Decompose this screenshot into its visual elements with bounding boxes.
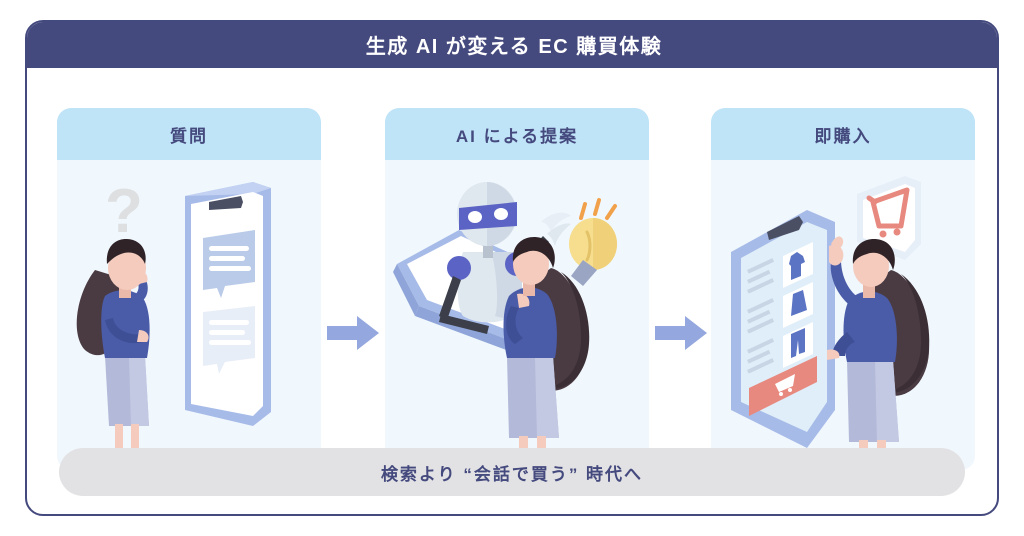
panel-ai: AI による提案 [385, 108, 649, 470]
svg-text:?: ? [105, 177, 143, 246]
question-mark-icon: ? [105, 177, 143, 246]
product-tile-pants [783, 322, 813, 368]
smartphone-chat-screen [185, 182, 271, 426]
panel-purchase-header: 即購入 [711, 108, 975, 160]
buy-button-with-cart [749, 356, 817, 416]
footer-banner: 検索より “会話で買う” 時代へ [59, 448, 965, 496]
panel-ai-illustration [385, 160, 649, 470]
panel-question-header: 質問 [57, 108, 321, 160]
panel-ai-title: AI による提案 [455, 126, 579, 146]
arrow-ai-to-purchase [655, 316, 707, 350]
panel-purchase-title: 即購入 [814, 126, 872, 146]
shopping-cart-card-icon [857, 176, 921, 260]
page-title: 生成 AI が変える EC 購買体験 [365, 35, 663, 58]
panels-row: 質問 ? [27, 68, 997, 470]
product-tile-shirt [783, 242, 813, 288]
lightbulb-icon [569, 198, 617, 286]
panel-question-illustration: ? [57, 160, 321, 470]
footer-tagline: 検索より “会話で買う” 時代へ [380, 464, 644, 484]
woman-pointing-figure [827, 236, 930, 470]
smartphone-shopping-list [731, 210, 835, 448]
chat-bubble-icon [203, 306, 255, 374]
arrow-question-to-ai [327, 316, 379, 350]
panel-purchase-illustration [711, 160, 975, 470]
woman-observing-figure [503, 237, 590, 470]
title-bar: 生成 AI が変える EC 購買体験 [27, 22, 997, 68]
panel-purchase: 即購入 [711, 108, 975, 470]
panel-question: 質問 ? [57, 108, 321, 470]
product-tile-skirt [783, 282, 813, 328]
panel-ai-header: AI による提案 [385, 108, 649, 160]
chat-bubble-icon [203, 230, 255, 298]
panel-question-title: 質問 [170, 126, 208, 146]
woman-thinking-figure [76, 239, 150, 460]
infographic-card: 生成 AI が変える EC 購買体験 質問 ? [25, 20, 999, 516]
